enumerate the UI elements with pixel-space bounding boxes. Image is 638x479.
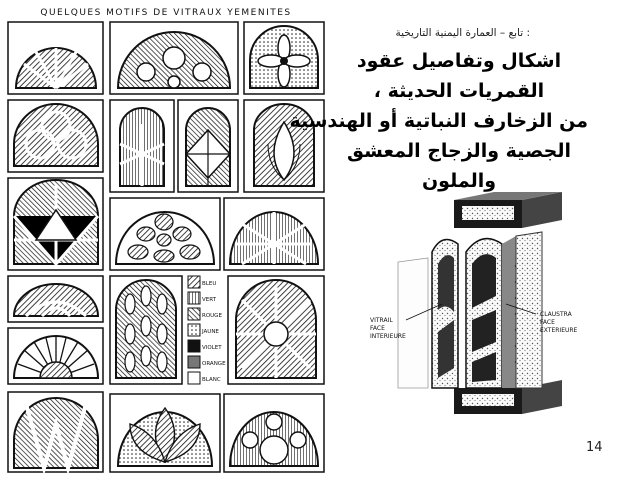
key-orange: ORANGE <box>202 361 226 367</box>
label-claustra-exterieure: EXTERIEURE <box>540 327 578 334</box>
label-claustra: CLAUSTRA <box>540 311 573 318</box>
motif-lattice-window <box>109 99 175 193</box>
motif-tall-lattice-window <box>109 275 183 385</box>
vitraux-motifs-plate: QUELQUES MOTIFS DE VITRAUX YEMENITES <box>6 4 326 474</box>
headline-line-2: القمريات الحديثة ، <box>373 80 545 102</box>
motif-rosette-arch <box>223 393 325 473</box>
slide-headline: اشكال وتفاصيل عقود القمريات الحديثة ، من… <box>289 46 588 196</box>
window-section-drawing: VITRAIL FACE INTERIEURE CLAUSTRA FACE EX… <box>366 192 602 434</box>
key-jaune: JAUNE <box>201 329 219 335</box>
motif-fan-arch <box>7 21 104 95</box>
motif-pebbles-arch <box>109 197 221 271</box>
key-vert: VERT <box>202 297 217 303</box>
motif-sunburst-arch <box>7 327 104 385</box>
vitraux-plate-drawing: QUELQUES MOTIFS DE VITRAUX YEMENITES <box>7 8 325 474</box>
motif-petal-window <box>243 99 325 193</box>
page-number: 14 <box>586 440 603 455</box>
label-vitrail-interieure: INTERIEURE <box>370 333 406 340</box>
section-drawing-svg: VITRAIL FACE INTERIEURE CLAUSTRA FACE EX… <box>366 192 602 434</box>
headline-line-1: اشكال وتفاصيل عقود <box>356 50 562 72</box>
headline-line-3: من الزخارف النباتية أو الهندسية <box>289 110 588 132</box>
motif-star-window <box>227 275 325 385</box>
motif-segment-arch-small <box>7 275 104 323</box>
key-blanc: BLANC <box>202 377 221 383</box>
label-vitrail: VITRAIL <box>370 317 393 324</box>
motif-interlace-arch <box>7 99 104 173</box>
key-rouge: ROUGE <box>202 313 222 319</box>
key-bleu: BLEU <box>202 281 216 287</box>
headline-line-5: والملون <box>421 170 497 192</box>
headline-line-4: الجصية والزجاج المعشق <box>347 140 571 162</box>
motif-chevron-window <box>7 391 104 474</box>
motif-flower-arch <box>243 21 325 95</box>
color-key-legend: BLEU VERT ROUGE JAUNE VIOLET ORANGE BLAN… <box>187 275 226 385</box>
motif-diamond-window <box>177 99 239 193</box>
label-vitrail-face: FACE <box>370 325 385 332</box>
key-violet: VIOLET <box>202 345 222 351</box>
motif-triangles-window <box>7 177 104 271</box>
slide-subtitle: : تابع – العمارة اليمنية التاريخية <box>395 27 530 39</box>
motif-grid-arch <box>223 197 325 271</box>
plate-header: QUELQUES MOTIFS DE VITRAUX YEMENITES <box>40 8 291 18</box>
motif-lotus-arch <box>109 393 221 473</box>
label-claustra-face: FACE <box>540 319 555 326</box>
motif-circles-arch <box>109 21 239 95</box>
